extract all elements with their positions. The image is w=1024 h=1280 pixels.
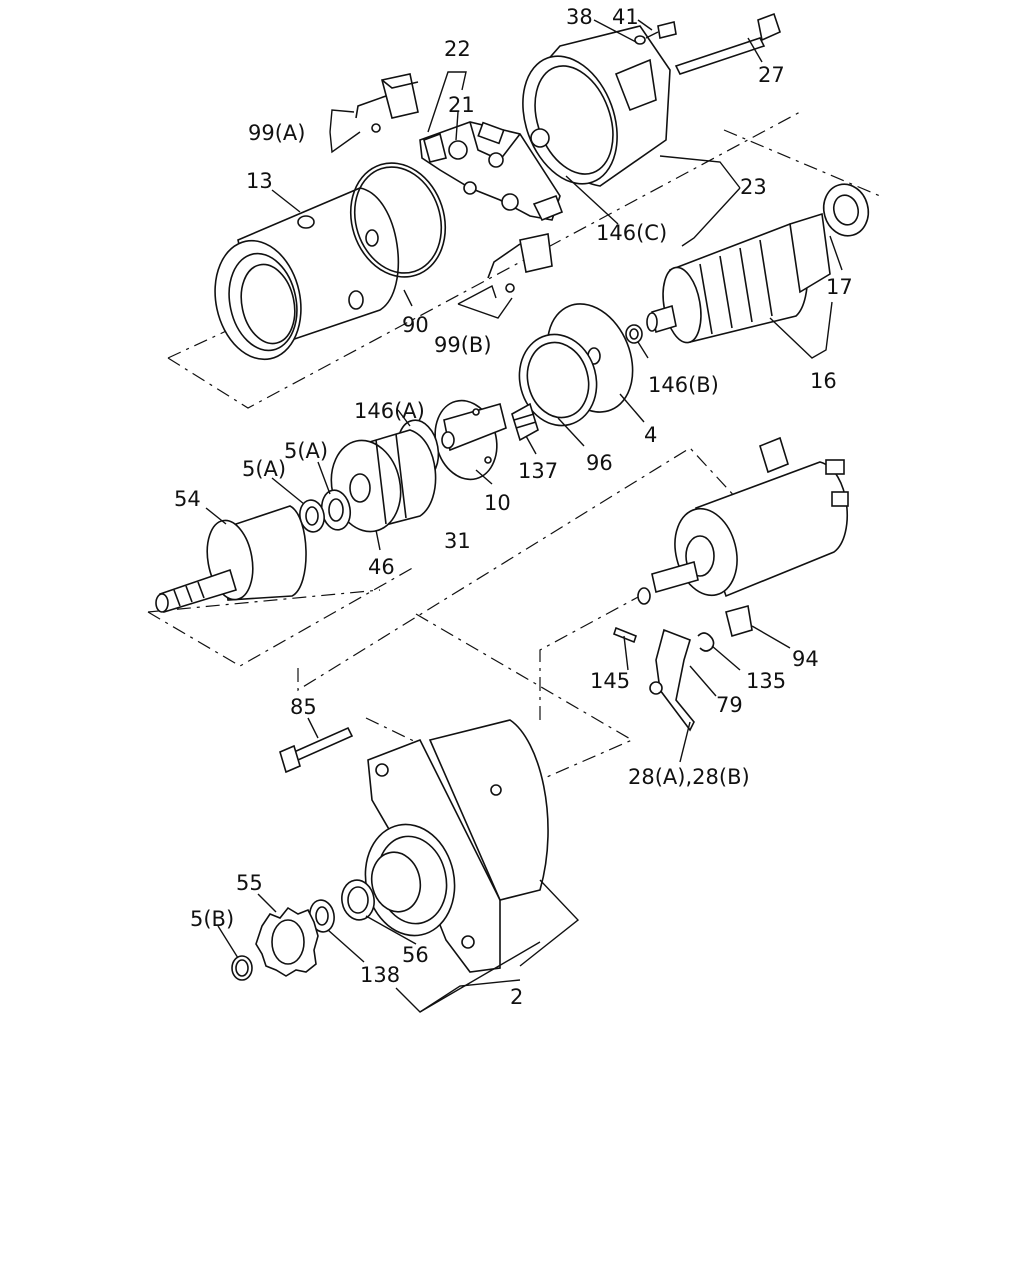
- label-2: 2: [510, 985, 523, 1009]
- label-13: 13: [246, 169, 273, 193]
- part-13-yoke: [214, 187, 399, 361]
- part-46-clutch: [330, 429, 437, 533]
- label-22: 22: [444, 37, 471, 61]
- label-94: 94: [792, 647, 819, 671]
- label-137: 137: [518, 459, 558, 483]
- part-27-through-bolt: [674, 12, 781, 75]
- part-5a-washer-1: [320, 489, 352, 531]
- label-27: 27: [758, 63, 785, 87]
- label-5b: 5(B): [190, 907, 234, 931]
- part-146b-washer: [625, 324, 643, 344]
- label-96: 96: [586, 451, 613, 475]
- part-16-armature: [646, 212, 831, 344]
- label-146b: 146(B): [648, 373, 719, 397]
- label-99b: 99(B): [434, 333, 492, 357]
- part-99b-brush: [487, 233, 553, 293]
- label-16: 16: [810, 369, 837, 393]
- part-90-gasket: [349, 162, 447, 278]
- label-46: 46: [368, 555, 395, 579]
- label-55: 55: [236, 871, 263, 895]
- label-145: 145: [590, 669, 630, 693]
- label-5a-1: 5(A): [284, 439, 328, 463]
- part-145-pin: [613, 626, 637, 644]
- leader-lines: [205, 19, 843, 1013]
- part-56-bearing: [341, 879, 375, 921]
- label-85: 85: [290, 695, 317, 719]
- part-5b-snap-ring: [231, 955, 253, 981]
- part-31-solenoid: [637, 436, 849, 605]
- label-41: 41: [612, 5, 639, 29]
- part-2-front-housing: [364, 719, 549, 973]
- part-99a-brush: [355, 73, 419, 133]
- part-55-pinion-gear: [255, 906, 319, 977]
- label-54: 54: [174, 487, 201, 511]
- label-138: 138: [360, 963, 400, 987]
- label-23: 23: [740, 175, 767, 199]
- label-56: 56: [402, 943, 429, 967]
- part-135-spring: [697, 632, 715, 652]
- label-31: 31: [444, 529, 471, 553]
- part-number-labels: 38 41 22 21 27 99(A) 13 23 146(C) 17 90 …: [174, 5, 853, 1009]
- part-94-cap: [725, 604, 753, 638]
- label-4: 4: [644, 423, 657, 447]
- label-28: 28(A),28(B): [628, 765, 750, 789]
- label-38: 38: [566, 5, 593, 29]
- part-17-bearing: [822, 183, 870, 237]
- label-146a: 146(A): [354, 399, 425, 423]
- assembly-reference-lines: [147, 111, 881, 781]
- label-21: 21: [448, 93, 475, 117]
- label-79: 79: [716, 693, 743, 717]
- part-38-washer: [634, 35, 646, 45]
- label-17: 17: [826, 275, 853, 299]
- part-23-rear-cover: [522, 25, 671, 187]
- part-10-carrier: [434, 399, 507, 481]
- label-99a: 99(A): [248, 121, 305, 145]
- part-96-ring-gear: [518, 333, 598, 427]
- label-5a-2: 5(A): [242, 457, 286, 481]
- part-41-bolt: [645, 21, 677, 39]
- label-146c: 146(C): [596, 221, 667, 245]
- part-54-shaft: [155, 505, 307, 614]
- label-90: 90: [402, 313, 429, 337]
- label-10: 10: [484, 491, 511, 515]
- part-85-bolt: [279, 726, 354, 774]
- part-79-lever: [649, 628, 695, 732]
- part-22-brush-holder: [419, 121, 564, 222]
- part-137-planetary-gear: [511, 402, 539, 442]
- label-135: 135: [746, 669, 786, 693]
